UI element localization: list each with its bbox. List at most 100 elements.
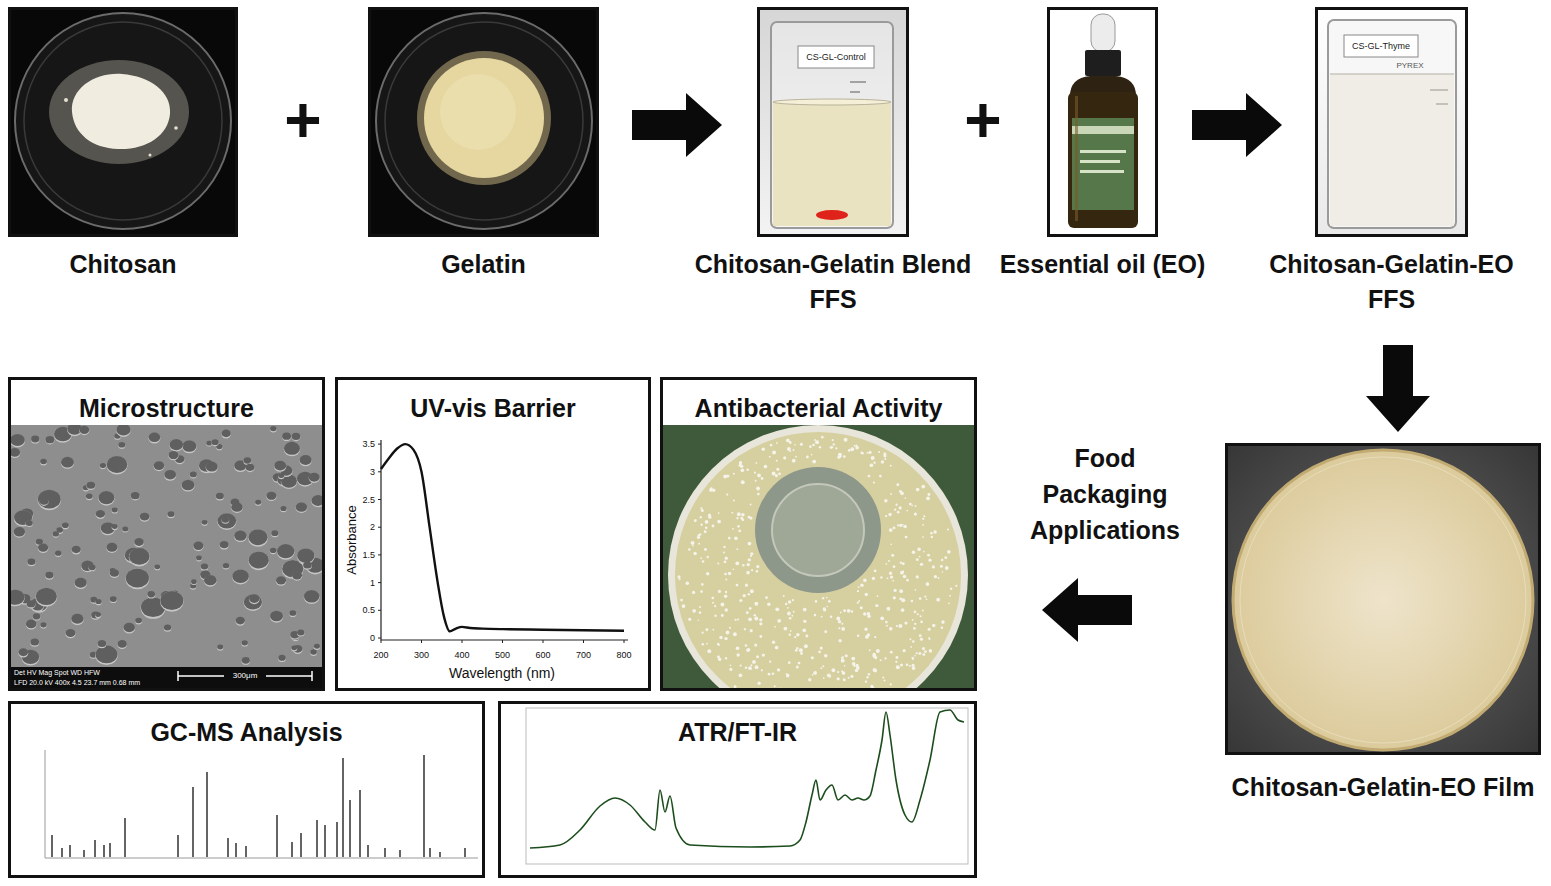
bacterial-colony <box>754 644 757 647</box>
sem-pore <box>36 588 57 605</box>
bacterial-colony <box>890 544 892 546</box>
sem-pore <box>248 529 268 546</box>
sem-pore <box>278 655 286 662</box>
bacterial-colony <box>884 499 887 502</box>
bacterial-colony <box>688 548 691 551</box>
sem-pore <box>236 617 246 625</box>
blend-beaker-photo <box>850 91 860 93</box>
bacterial-colony <box>789 441 792 444</box>
sem-pore <box>38 543 48 551</box>
chromatogram-peak <box>367 845 368 857</box>
sem-pore <box>147 592 155 599</box>
sem-pore <box>38 543 49 553</box>
bacterial-colony <box>830 615 833 618</box>
bacterial-colony <box>926 598 928 600</box>
blend-beaker-photo <box>798 46 874 68</box>
sem-pore <box>289 610 296 616</box>
chromatogram-peak <box>124 818 125 857</box>
bacterial-colony <box>882 676 884 678</box>
bacterial-colony <box>914 512 917 515</box>
sem-pore <box>98 640 107 648</box>
essential-oil-bottle-photo <box>1085 50 1121 76</box>
sem-pore <box>304 590 319 603</box>
bacterial-colony <box>890 575 893 578</box>
sem-pore <box>116 425 131 437</box>
bacterial-colony <box>889 572 892 575</box>
bacterial-colony <box>927 554 930 557</box>
bacterial-colony <box>873 461 875 463</box>
bacterial-colony <box>837 677 840 680</box>
bacterial-colony <box>912 551 916 555</box>
sem-pore <box>53 531 59 536</box>
block-arrow <box>1366 345 1430 432</box>
bacterial-colony <box>794 444 796 446</box>
bacterial-colony <box>725 578 727 580</box>
bacterial-colony <box>941 559 943 561</box>
bacterial-colony <box>796 665 799 668</box>
bacterial-colony <box>902 524 904 526</box>
solution-photo: Chitosan-Gelatin Blend FFS <box>757 7 909 237</box>
sem-pore <box>53 532 59 538</box>
sem-info: Det HV Mag Spot WD HFW <box>14 669 100 676</box>
bacterial-colony <box>927 493 930 496</box>
sem-pore <box>86 494 93 499</box>
bacterial-colony <box>841 659 845 663</box>
bacterial-colony <box>822 665 824 667</box>
bacterial-colony <box>793 449 795 451</box>
bacterial-colony <box>800 443 803 446</box>
bacterial-colony <box>860 452 863 455</box>
sem-pore <box>65 629 75 638</box>
bacterial-colony <box>736 647 740 651</box>
bacterial-colony <box>843 455 846 458</box>
bacterial-colony <box>748 558 751 561</box>
bacterial-colony <box>911 657 913 659</box>
sem-pore <box>167 511 174 518</box>
material-photo: Chitosan <box>8 7 238 237</box>
sem-pore <box>201 563 209 570</box>
sem-pore <box>244 594 263 610</box>
bacterial-colony <box>857 590 859 592</box>
bacterial-colony <box>852 662 855 665</box>
sem-pore <box>74 578 86 589</box>
sem-pore <box>13 528 25 538</box>
sem-pore <box>100 463 106 469</box>
bacterial-colony <box>750 589 754 593</box>
sem-pore <box>220 541 229 550</box>
step-caption: Chitosan-Gelatin Blend FFS <box>683 247 983 317</box>
sem-pore <box>266 492 276 501</box>
agar-plate-photo <box>668 425 968 688</box>
sem-pore <box>140 513 150 522</box>
sem-pore <box>202 520 208 525</box>
sem-pore <box>112 524 118 530</box>
bacterial-colony <box>693 552 696 555</box>
bacterial-colony <box>728 572 732 576</box>
bacterial-colony <box>728 537 731 540</box>
eo-beaker-photo <box>1344 35 1418 57</box>
sem-pore <box>140 513 150 521</box>
chromatogram-peak <box>324 825 325 857</box>
sem-pore <box>100 463 106 468</box>
sem-pore <box>246 464 255 471</box>
sem-pore <box>278 473 284 479</box>
bacterial-colony <box>818 651 821 654</box>
sem-pore <box>167 512 174 518</box>
result-panel: Microstructure <box>8 377 325 691</box>
sem-pore <box>110 569 119 577</box>
bacterial-colony <box>806 456 809 459</box>
sem-pore <box>126 569 150 590</box>
sem-pore <box>241 640 248 646</box>
sem-pore <box>223 563 230 569</box>
bacterial-colony <box>895 661 897 663</box>
sem-pore <box>169 440 183 452</box>
bacterial-colony <box>857 634 860 637</box>
sem-pore <box>74 578 86 589</box>
bacterial-colony <box>844 438 848 442</box>
bacterial-colony <box>880 616 884 620</box>
tick-label: 300 <box>414 651 429 660</box>
blend-beaker-photo <box>773 102 891 226</box>
tick-label: 3.5 <box>362 440 375 449</box>
bacterial-colony <box>837 671 839 673</box>
sem-pore <box>27 559 35 566</box>
sem-pore <box>182 480 195 491</box>
chromatogram-peak <box>423 755 424 857</box>
